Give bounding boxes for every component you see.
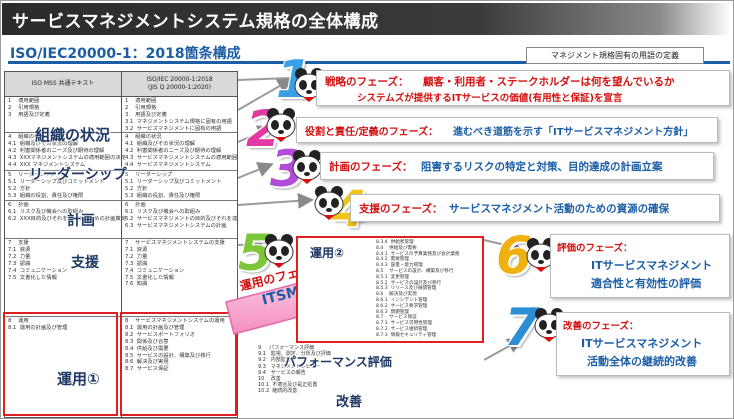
panda-icon [526, 238, 556, 272]
table-column-divider [121, 72, 122, 417]
table-header-left: ISO MSS 共通テキスト [31, 80, 95, 87]
phase-2-text: 進むべき道筋を示す「ITサービスマネジメント方針」 [453, 127, 694, 138]
operation-2-title: 運用② [310, 246, 345, 260]
phase-3-label: 計画のフェーズ： [329, 161, 413, 173]
operation-2-box: 運用② 8.3.4 供給者管理 8.4 供給及び需要 8.4.1 サービスの予算… [296, 236, 484, 343]
table-right-group-3: 5 リーダーシップ 5.1 リーダーシップ及びコミットメント 5.2 方針 5.… [125, 172, 222, 199]
phase-7-text: ITサービスマネジメント [581, 337, 703, 350]
table-separator [5, 200, 237, 201]
phase-6-sub: 適合性と有効性の評価 [591, 277, 701, 290]
table-left-group-2: 4 組織の状況 4.1 組織及びその状況の理解 4.2 利害関係者のニーズ及び期… [8, 134, 126, 168]
subtitle: ISO/IEC20000-1：2018箇条構成 [10, 46, 241, 62]
phase-4-box: 支援のフェーズ： サービスマネジメント活動のための資源の確保 [350, 194, 720, 222]
term-definition-box: マネジメント規格固有の用語の定義 [526, 47, 704, 64]
panda-icon [292, 150, 322, 184]
phase-4-text: サービスマネジメント活動のための資源の確保 [449, 203, 670, 215]
performance-box: 9 パフォーマンス評価 9.1 監視、測定、分析及び評価 9.2 内部監査 9.… [254, 343, 484, 415]
phase-1-box: 戦略のフェーズ： 顧客・利用者・ステークホルダーは何を望んでいるか システムズが… [316, 70, 730, 106]
table-left-group-4: 6 計画 6.1 リスク及び機会への取組み 6.2 XXX目的及びそれを達成する… [8, 202, 127, 222]
table-right-group-1: 1 適用範囲 2 引用規格 3 用語及び定義 3.1 マネジメントシステム規格に… [125, 98, 232, 132]
table-right-group-2: 4 組織の状況 4.1 組織及びその状況の理解 4.2 利害関係者のニーズ及び期… [125, 134, 238, 168]
phase-1-text: 顧客・利用者・ステークホルダーは何を望んでいるか [423, 76, 675, 88]
table-separator [5, 132, 237, 133]
table-right-group-6: 8 サービスマネジメントシステムの運用 8.1 運用の計画及び管理 8.2 サー… [125, 318, 225, 373]
overlay-leadership: リーダーシップ [29, 167, 127, 183]
overlay-operation-1: 運用① [57, 370, 100, 388]
operation1-right-highlight [120, 312, 237, 416]
phase-7-sub: 活動全体の継続的改善 [587, 355, 697, 368]
phase-4-label: 支援のフェーズ： [359, 203, 443, 215]
table-left-group-6: 8 運用 8.1 運用の計画及び管理 [8, 318, 68, 331]
overlay-planning: 計画 [67, 213, 95, 229]
phase-1-sub: システムズが提供するITサービスの価値(有用性と保証)を宣言 [357, 93, 623, 104]
divider-line [8, 61, 730, 64]
overlay-support: 支援 [71, 255, 99, 271]
table-left-group-5: 7 支援 7.1 資源 7.2 力量 7.3 認識 7.4 コミュニケーション … [8, 240, 68, 281]
phase-1-label: 戦略のフェーズ： [325, 76, 409, 88]
phase-7-number: 7 [504, 298, 541, 358]
operation-2-items: 8.3.4 供給者管理 8.4 供給及び需要 8.4.1 サービスの予算業務及び… [376, 240, 460, 338]
table-header-right-1: ISO/IEC 20000-1:2018 [146, 76, 213, 83]
table-left-group-1: 1 適用範囲 2 引用規格 3 用語及び定義 [8, 98, 50, 118]
phase-3-box: 計画のフェーズ： 阻害するリスクの特定と対策、目的達成の計画立案 [320, 152, 714, 180]
overlay-context: 組織の状況 [35, 126, 111, 144]
panda-icon [314, 186, 344, 220]
phase-6-text: ITサービスマネジメント [591, 259, 713, 272]
performance-title: パフォーマンス評価 [284, 355, 392, 369]
panda-icon [266, 108, 296, 142]
operation1-left-highlight [3, 312, 118, 416]
phase-6-box: 評価のフェーズ： ITサービスマネジメント 適合性と有効性の評価 [550, 234, 730, 298]
table-right-group-4: 6 計画 6.1 リスク及び機会への取組み 6.2 サービスマネジメントの目的及… [125, 202, 238, 229]
phase-2-box: 役割と責任/定義のフェーズ： 進むべき道筋を示す「ITサービスマネジメント方針」 [296, 117, 718, 143]
phase-2-label: 役割と責任/定義のフェーズ： [305, 127, 439, 138]
performance-items: 9 パフォーマンス評価 9.1 監視、測定、分析及び評価 9.2 内部監査 9.… [258, 345, 331, 395]
table-left-group-3: 5 リーダーシップ 5.1 リーダーシップ及びコミットメント 5.2 方針 5.… [8, 172, 105, 199]
page-title: サービスマネジメントシステム規格の全体構成 [12, 12, 379, 32]
table-separator [5, 238, 237, 239]
table-header-right-2: (JIS Q 20000-1:2020) [148, 84, 211, 91]
title-bar [2, 3, 732, 35]
phase-3-text: 阻害するリスクの特定と対策、目的達成の計画立案 [421, 161, 663, 173]
phase-6-number: 6 [496, 226, 533, 286]
panda-icon [264, 234, 294, 268]
phase-7-box: 改善のフェーズ： ITサービスマネジメント 活動全体の継続的改善 [556, 312, 730, 376]
phase-6-label: 評価のフェーズ： [557, 243, 633, 254]
table-separator [5, 170, 237, 171]
phase-7-label: 改善のフェーズ： [563, 321, 639, 332]
table-right-group-5: 7 サービスマネジメントシステムの支援 7.1 資源 7.2 力量 7.3 認識… [125, 240, 225, 288]
improvement-title: 改善 [336, 395, 363, 410]
